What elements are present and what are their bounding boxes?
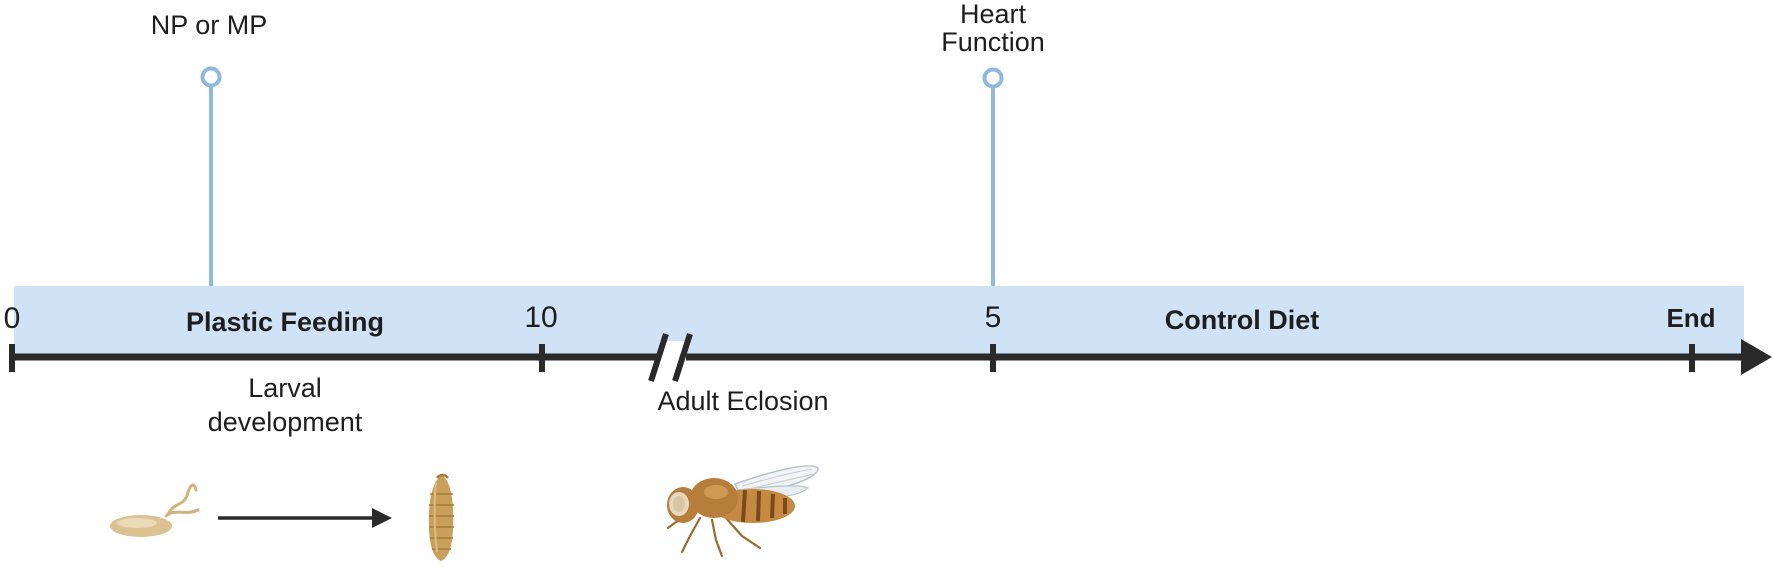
marker-heart-function: Heart Function xyxy=(941,0,1045,286)
tick-end xyxy=(1689,344,1695,372)
adult-eclosion-label: Adult Eclosion xyxy=(657,386,828,416)
tick-5 xyxy=(990,344,996,372)
axis-break-icon xyxy=(648,333,693,382)
larval-development-line1: Larval xyxy=(248,373,322,403)
tick-start xyxy=(9,344,15,372)
marker-heart-label-line1: Heart xyxy=(960,0,1027,29)
egg-icon xyxy=(110,483,200,537)
tick-label-end: End xyxy=(1666,303,1715,333)
pupa-icon xyxy=(428,473,454,561)
tick-label-start: 0 xyxy=(4,302,21,335)
marker-circle-icon xyxy=(200,66,222,88)
phase-label-control-diet: Control Diet xyxy=(1165,305,1320,335)
marker-np-mp-label: NP or MP xyxy=(151,10,268,40)
timeline-band xyxy=(14,286,1744,354)
tick-label-10: 10 xyxy=(524,301,557,334)
tick-label-5: 5 xyxy=(985,301,1002,334)
development-arrow-icon xyxy=(218,508,392,528)
axis-arrow-icon xyxy=(1741,339,1772,375)
marker-heart-label-line2: Function xyxy=(941,27,1045,57)
fruit-fly-icon xyxy=(666,465,819,558)
marker-np-mp: NP or MP xyxy=(151,10,268,286)
marker-circle-icon xyxy=(982,67,1004,89)
larval-development-line2: development xyxy=(208,407,363,437)
tick-10 xyxy=(539,344,545,372)
phase-label-plastic-feeding: Plastic Feeding xyxy=(186,307,384,337)
